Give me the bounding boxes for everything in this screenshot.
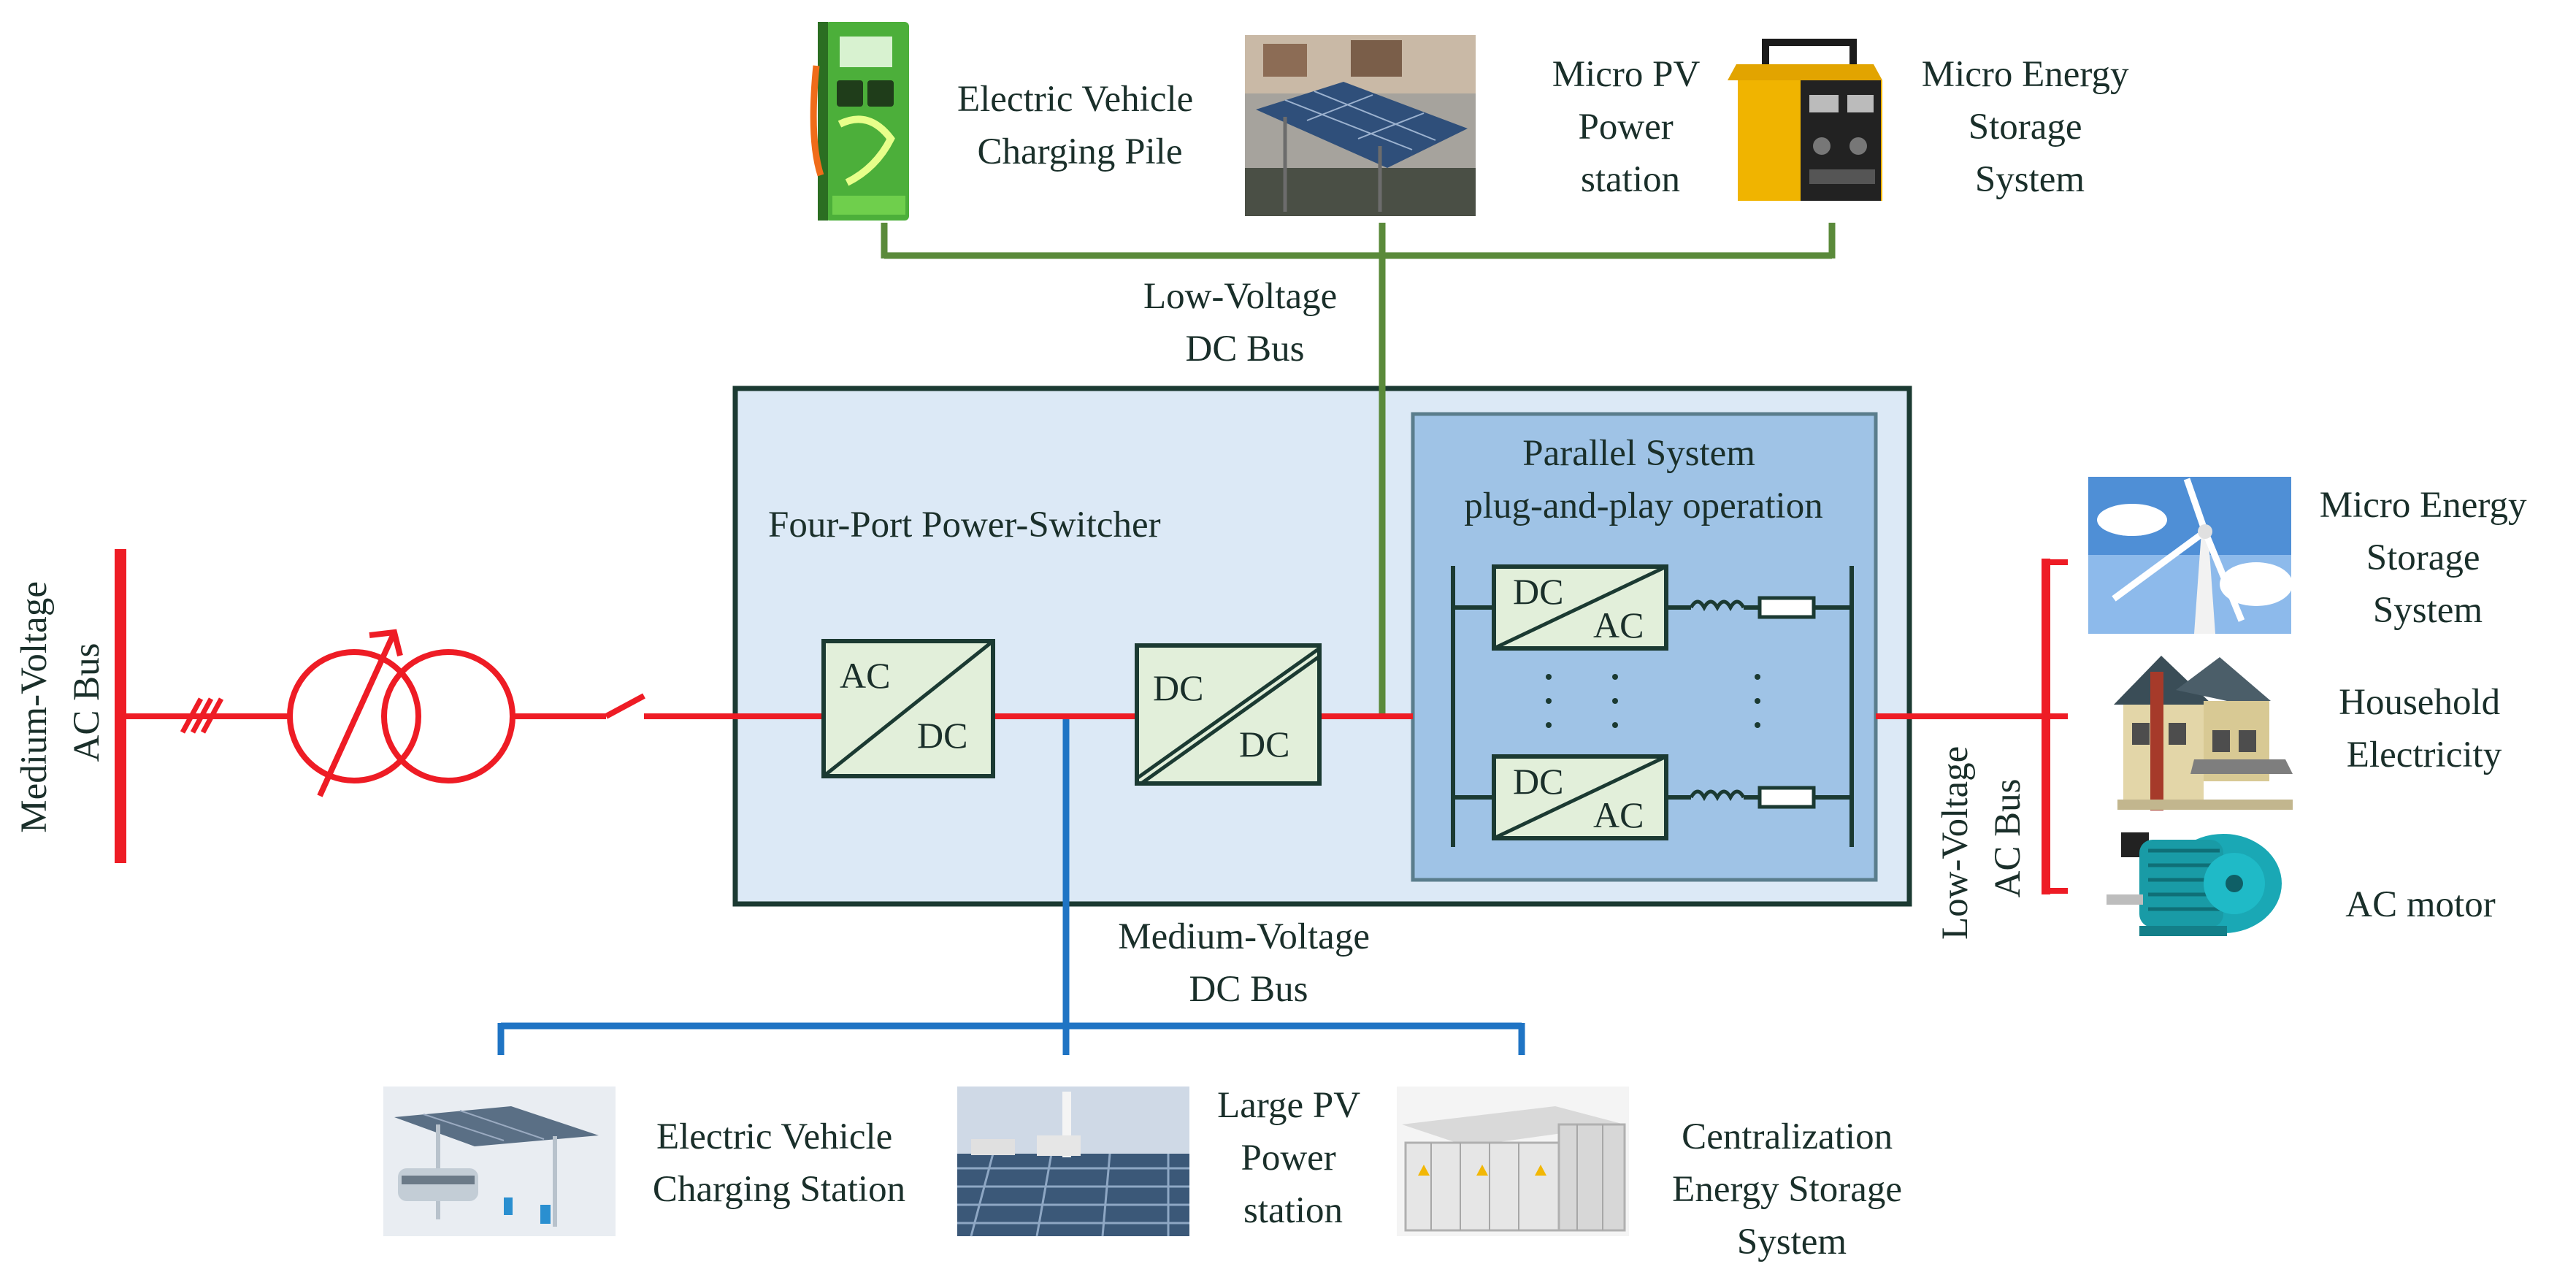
parallel-ellipsis (1546, 674, 1760, 728)
solar-farm-icon (957, 1087, 1189, 1237)
inductor-icon (1689, 599, 1746, 612)
parallel-bottom-dc-label: DC (1513, 761, 1563, 802)
three-phase-ticks (180, 697, 224, 734)
lv-ac-side (1876, 559, 2068, 894)
container-storage-icon (1397, 1087, 1629, 1236)
resistor-icon (1757, 596, 1816, 619)
lv-dc-bus-label: Low-Voltage DC Bus (1143, 276, 1346, 369)
ac-motor-label: AC motor (2345, 884, 2495, 925)
parallel-bus-bars (1451, 566, 1854, 847)
mv-dc-bus-lines (497, 718, 1525, 1055)
mv-dc-bus-label: Medium-Voltage DC Bus (1118, 916, 1379, 1010)
parallel-top-dc-label: DC (1513, 571, 1563, 612)
ev-charging-pile-label: Electric Vehicle Charging Pile (957, 79, 1203, 172)
household-electricity-label: Household Electricity (2339, 682, 2510, 775)
ev-charging-station-label: Electric Vehicle Charging Station (653, 1116, 905, 1210)
parallel-converter-bottom: DC AC (1453, 754, 1852, 840)
lv-ac-bus-label: Low-Voltage AC Bus (1935, 737, 2028, 940)
house-icon (2112, 650, 2293, 810)
solar-carport-icon (1245, 35, 1476, 216)
dc-dc-top-label: DC (1153, 667, 1203, 708)
micro-pv-station-label: Micro PV Power station (1552, 54, 1709, 200)
large-pv-station-label: Large PV Power station (1217, 1085, 1369, 1231)
ev-charging-pile-icon (810, 22, 909, 221)
parallel-converter-top: DC AC (1453, 564, 1852, 651)
breaker-switch-icon (605, 693, 645, 719)
ac-dc-bottom-label: DC (917, 715, 967, 756)
switcher-title: Four-Port Power-Switcher (768, 505, 1161, 545)
mv-ac-bus-label: Medium-Voltage AC Bus (14, 572, 107, 832)
micro-energy-storage-right-label: Micro Energy Storage System (2320, 485, 2537, 631)
central-energy-storage-label: Centralization Energy Storage System (1672, 1116, 1912, 1262)
motor-icon (2107, 832, 2282, 936)
wind-turbine-icon (2088, 477, 2293, 634)
mv-ac-side (115, 549, 1413, 863)
battery-box-icon (1728, 39, 1882, 201)
inductor-icon (1689, 789, 1746, 802)
dc-dc-bottom-label: DC (1239, 724, 1289, 764)
ac-dc-converter: AC DC (821, 639, 995, 778)
parallel-bottom-ac-label: AC (1593, 794, 1644, 835)
ev-station-icon (383, 1087, 616, 1236)
lv-dc-bus-lines (881, 223, 1836, 716)
micro-energy-storage-top-label: Micro Energy Storage System (1922, 54, 2139, 200)
ac-dc-top-label: AC (840, 655, 890, 696)
dc-dc-converter: DC DC (1135, 643, 1322, 786)
parallel-top-ac-label: AC (1593, 605, 1644, 645)
parallel-system-title: Parallel System plug-and-play operation (1464, 433, 1822, 526)
resistor-icon (1757, 786, 1816, 809)
transformer-icon (287, 629, 515, 797)
